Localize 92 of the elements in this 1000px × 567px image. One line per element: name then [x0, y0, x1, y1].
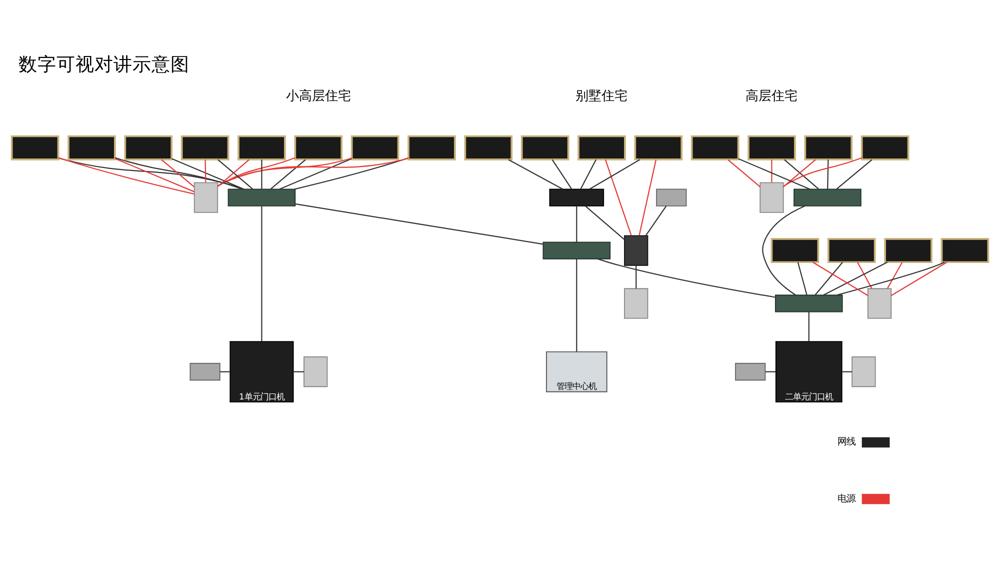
node-box — [194, 182, 218, 213]
node-box: 二单元门口机 — [775, 341, 842, 402]
connector — [823, 262, 888, 296]
connector — [279, 158, 352, 190]
node-box — [624, 288, 648, 319]
connector — [827, 160, 829, 189]
connector — [161, 159, 194, 188]
node-box — [624, 235, 648, 266]
node-box — [228, 188, 296, 206]
connector — [295, 203, 544, 245]
node-box — [10, 135, 60, 160]
node-box — [238, 135, 286, 160]
connector — [270, 159, 306, 190]
connector — [58, 157, 194, 194]
connector — [589, 159, 640, 190]
node-box: 管理中心机 — [546, 351, 608, 392]
connector — [585, 206, 625, 240]
node-box — [190, 362, 220, 381]
node-box — [748, 135, 796, 160]
label: 小高层住宅 — [286, 88, 351, 104]
connector — [172, 158, 244, 190]
diagram-title: 数字可视对讲示意图 — [18, 54, 190, 76]
connector — [218, 157, 296, 187]
label: 别墅住宅 — [576, 88, 628, 104]
connector — [762, 205, 806, 296]
connector — [765, 371, 776, 372]
connector — [891, 262, 948, 296]
node-box — [690, 135, 740, 160]
node-box — [578, 135, 626, 160]
connector — [508, 159, 563, 190]
node-box — [735, 362, 766, 381]
node-box — [884, 238, 932, 264]
connector — [552, 159, 572, 190]
node-box — [770, 238, 820, 264]
node-box — [542, 242, 611, 260]
connector — [217, 158, 409, 186]
connector — [58, 157, 244, 190]
connector — [836, 159, 872, 190]
connector — [218, 158, 352, 187]
connector — [580, 159, 597, 190]
node-box: 1单元门口机 — [230, 341, 294, 402]
connector — [771, 160, 772, 182]
node-box — [350, 135, 400, 160]
node-box — [549, 188, 604, 206]
node-box — [852, 356, 876, 388]
connector — [797, 262, 808, 296]
node-box — [760, 182, 784, 213]
connector — [604, 159, 632, 236]
legend-label: 网线 — [838, 436, 856, 448]
connector — [645, 206, 667, 236]
node-box — [794, 188, 862, 206]
connector — [638, 159, 657, 236]
connector — [294, 157, 409, 190]
connector — [576, 258, 578, 352]
node-box — [408, 135, 456, 160]
connector — [842, 371, 852, 372]
connector — [857, 262, 872, 289]
node-box — [304, 356, 328, 388]
node-box — [656, 188, 687, 206]
connector — [636, 265, 637, 289]
node-box — [520, 135, 570, 160]
connector — [812, 262, 868, 296]
node-box — [180, 135, 230, 160]
connector — [115, 157, 242, 190]
connector — [261, 160, 262, 189]
node-box — [867, 288, 892, 319]
node-box — [294, 135, 343, 160]
connector — [204, 160, 206, 182]
connector — [576, 206, 578, 242]
node-box — [464, 135, 513, 160]
connector — [836, 262, 945, 296]
node-box — [124, 135, 173, 160]
connector — [294, 371, 304, 372]
connector — [738, 158, 810, 190]
connector — [728, 159, 760, 188]
connector — [114, 158, 194, 192]
node-box — [827, 238, 876, 264]
connector — [886, 262, 903, 289]
label: 高层住宅 — [746, 88, 798, 104]
node-box — [68, 135, 116, 160]
connector — [220, 371, 230, 372]
connector — [261, 206, 262, 342]
node-box — [774, 294, 843, 312]
connector — [598, 258, 776, 298]
connector — [814, 262, 843, 296]
connector — [783, 157, 862, 187]
node-box — [804, 135, 853, 160]
connector — [808, 312, 810, 342]
node-box — [940, 238, 990, 264]
node-box — [634, 135, 683, 160]
node-box — [860, 135, 910, 160]
legend-label: 电源 — [838, 493, 856, 504]
